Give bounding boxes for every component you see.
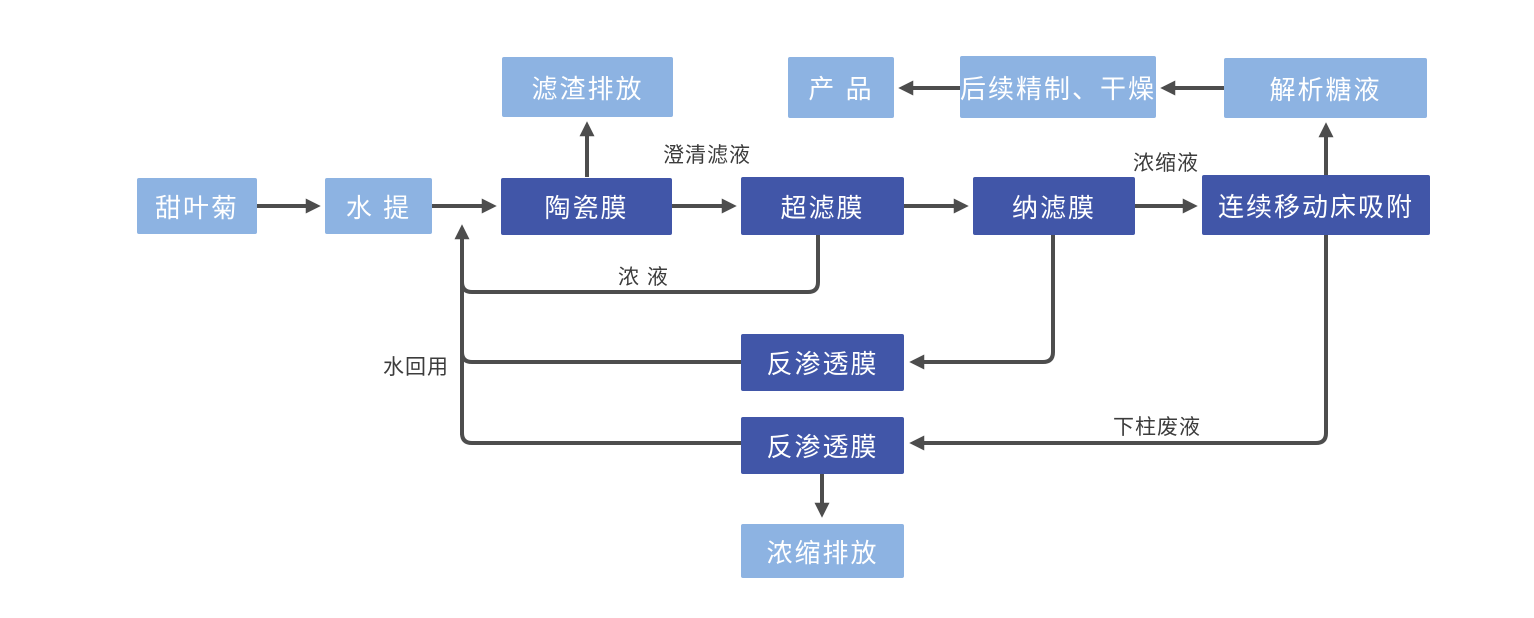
node-water-extraction: 水 提 xyxy=(325,178,432,234)
label-concentrated-liquid: 浓 液 xyxy=(618,266,669,289)
label-column-waste: 下柱废液 xyxy=(1113,416,1201,439)
label-clarified-filtrate: 澄清滤液 xyxy=(663,144,751,167)
node-concentrate-discharge: 浓缩排放 xyxy=(741,524,904,578)
node-ceramic-membrane: 陶瓷膜 xyxy=(501,178,672,235)
node-refining-drying: 后续精制、干燥 xyxy=(960,56,1156,118)
node-stevia: 甜叶菊 xyxy=(137,178,257,234)
node-moving-bed-adsorption: 连续移动床吸附 xyxy=(1202,175,1430,235)
edge-reverse-osmosis-2-to-reuse-trunk xyxy=(460,432,741,445)
node-residue-discharge: 滤渣排放 xyxy=(502,57,673,117)
node-reverse-osmosis-2: 反渗透膜 xyxy=(741,417,904,474)
node-desorption-sugar-liquid: 解析糖液 xyxy=(1224,58,1427,118)
node-nanofiltration-membrane: 纳滤膜 xyxy=(973,177,1135,235)
node-ultrafiltration-membrane: 超滤膜 xyxy=(741,177,904,235)
node-reverse-osmosis-1: 反渗透膜 xyxy=(741,334,904,391)
edge-moving-bed-to-reverse-osmosis-2 xyxy=(909,235,1328,451)
label-concentrate: 浓缩液 xyxy=(1133,152,1199,175)
node-product: 产 品 xyxy=(788,57,894,118)
label-water-reuse: 水回用 xyxy=(383,356,449,379)
edge-reverse-osmosis-1-to-reuse-trunk xyxy=(460,351,741,364)
edge-nanofiltration-to-reverse-osmosis-1 xyxy=(909,235,1055,370)
